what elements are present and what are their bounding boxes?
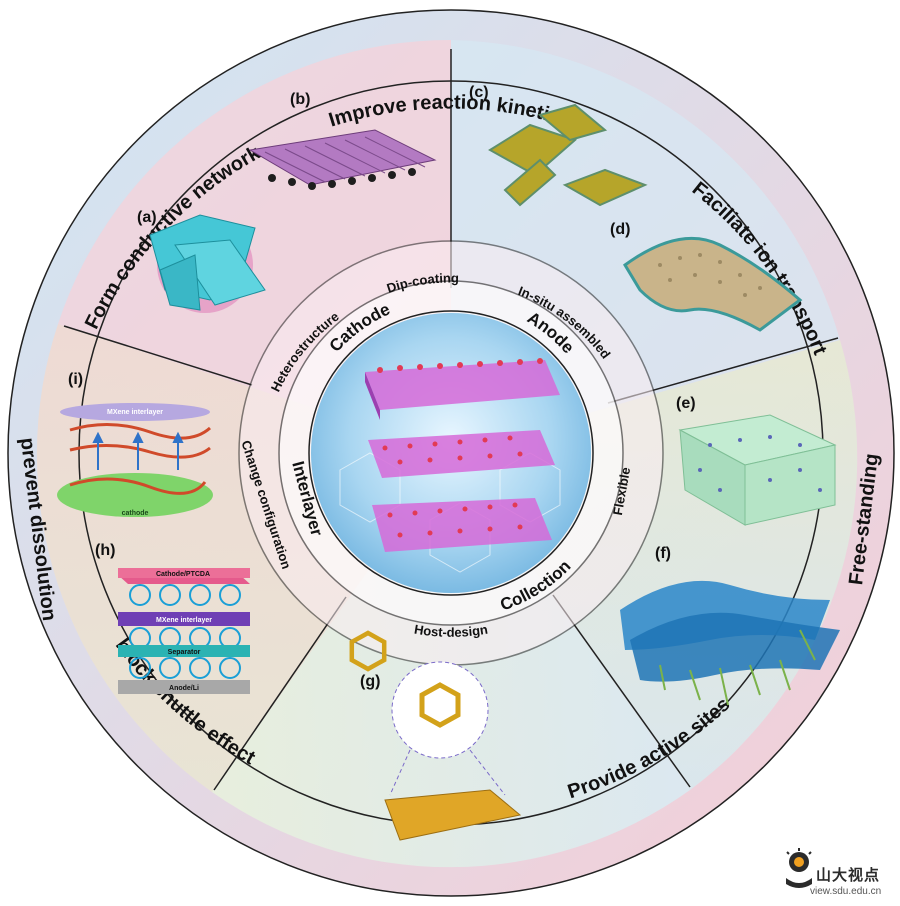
h-separator-label: Separator (168, 649, 201, 656)
crystal-layer-bottom (372, 498, 552, 552)
panel-g-illustration (349, 630, 522, 841)
h-anode-label: Anode/Li (169, 685, 199, 692)
h-mxene-label: MXene interlayer (156, 617, 212, 624)
panel-i-illustration: MXene interlayer cathode (57, 403, 213, 517)
panel-h-label: (h) (95, 542, 115, 559)
inner-ring-edge (308, 310, 594, 596)
panel-g-label: (g) (360, 673, 380, 690)
panel-e-label: (e) (676, 395, 696, 412)
panel-d-illustration (623, 236, 803, 332)
crystal-layer-middle (368, 430, 555, 478)
h-cathode-label: Cathode/PTCDA (156, 571, 210, 578)
panel-c-illustration (488, 103, 648, 207)
panel-b-illustration (248, 129, 437, 190)
panel-a-label: (a) (137, 209, 157, 226)
panel-e-illustration (678, 414, 837, 526)
panel-f-label: (f) (655, 545, 671, 562)
panel-b-label: (b) (290, 91, 310, 108)
sdu-watermark: 山大视点 view.sdu.edu.cn (780, 842, 898, 904)
panel-d-label: (d) (610, 221, 630, 238)
watermark-url: view.sdu.edu.cn (810, 886, 882, 897)
panel-h-illustration: Cathode/PTCDA MXene interlayer Separator… (118, 568, 250, 694)
label-host-design: Host-design (413, 622, 489, 640)
crystal-layer-top (365, 358, 560, 420)
i-mxene-label: MXene interlayer (107, 409, 163, 416)
center-crystal-image (311, 313, 591, 593)
panel-f-illustration (620, 580, 840, 706)
i-cathode-label: cathode (122, 510, 149, 517)
panel-i-label: (i) (68, 371, 83, 388)
watermark-name: 山大视点 (816, 866, 881, 884)
sdu-logo-icon (786, 848, 812, 888)
panel-c-label: (c) (469, 84, 489, 101)
panel-a-illustration (149, 214, 266, 313)
